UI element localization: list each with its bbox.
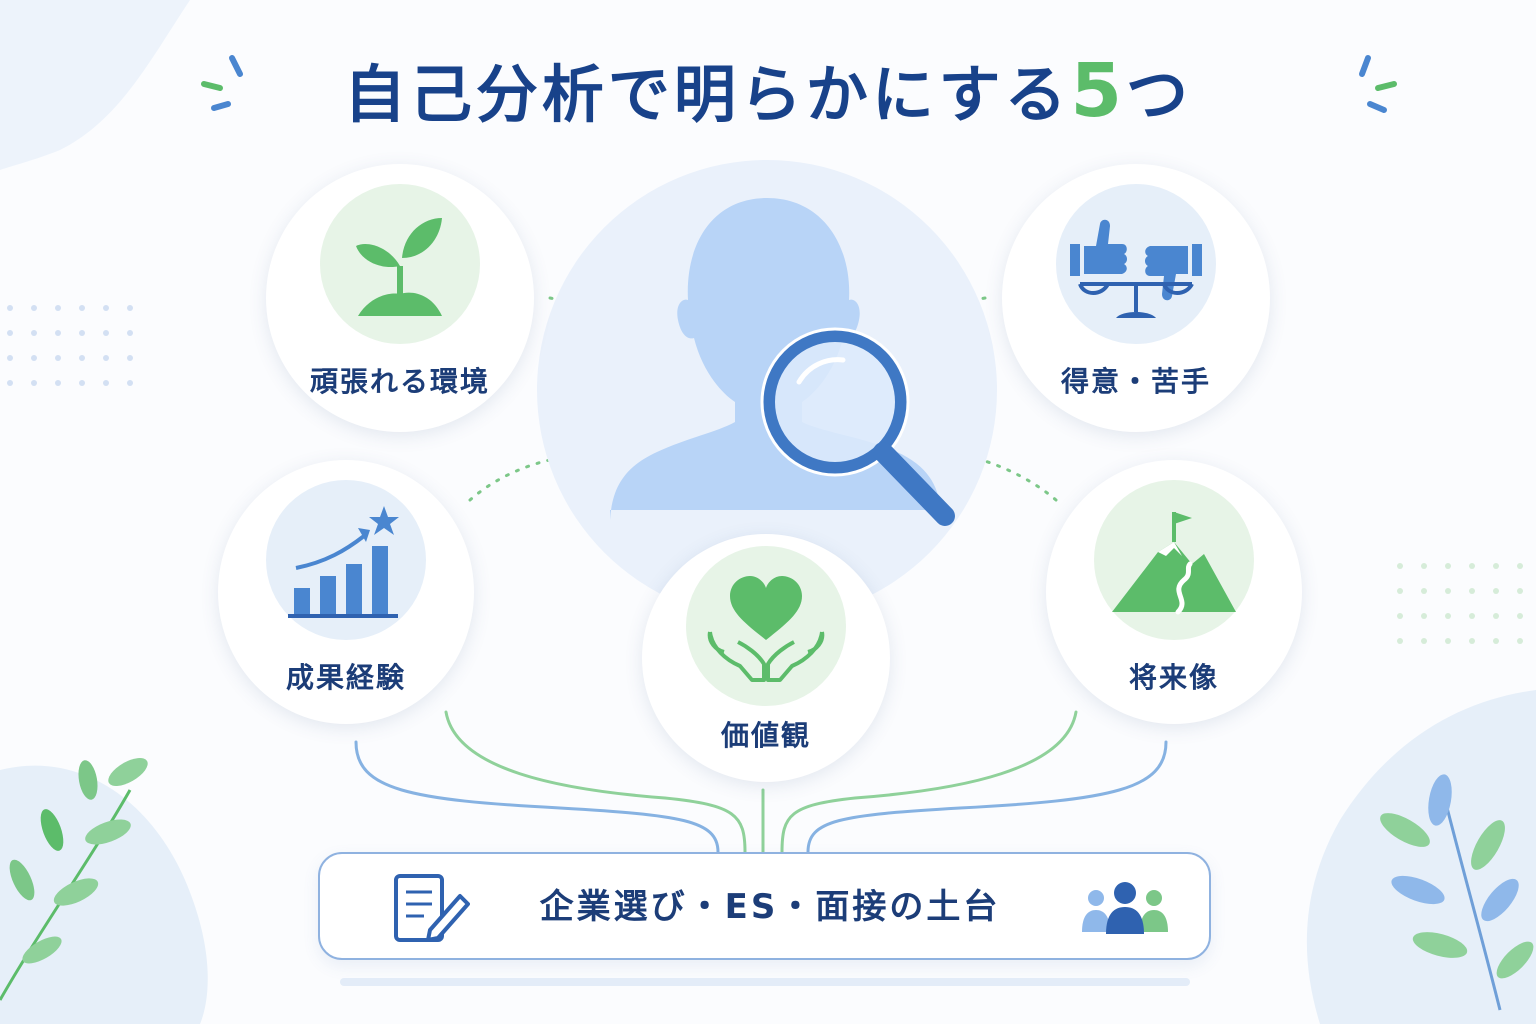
card-values: 価値観 <box>642 534 890 782</box>
document-pen-icon <box>394 874 470 942</box>
card-values-label: 価値観 <box>720 719 811 752</box>
heart-hands-icon <box>707 576 825 682</box>
page-title: 自己分析で明らかにする5つ <box>0 46 1536 136</box>
card-future: 将来像 <box>1046 460 1302 724</box>
achievements-icon-disc <box>266 480 426 640</box>
foundation-label: 企業選び・ES・面接の土台 <box>539 887 1001 927</box>
future-icon-disc <box>1094 480 1254 640</box>
card-achievements-label: 成果経験 <box>285 661 406 694</box>
card-future-label: 将来像 <box>1128 661 1219 694</box>
title-number: 5 <box>1070 48 1127 134</box>
mountain-flag-icon <box>1112 512 1236 615</box>
title-main: 自己分析で明らかにする <box>343 58 1071 131</box>
person-magnifier-icon <box>610 198 955 526</box>
foundation-box: 企業選び・ES・面接の土台 <box>318 852 1211 960</box>
card-environment-label: 頑張れる環境 <box>309 365 490 398</box>
foundation-shadow-band <box>340 978 1190 986</box>
values-icon-disc <box>686 546 846 706</box>
growth-chart-icon <box>288 506 399 618</box>
card-strengths: 得意・苦手 <box>1002 164 1270 432</box>
card-environment: 頑張れる環境 <box>266 164 534 432</box>
sprout-icon <box>356 218 442 316</box>
thumbs-scale-icon <box>1070 219 1202 318</box>
title-suffix: つ <box>1126 58 1193 131</box>
card-achievements: 成果経験 <box>218 460 474 724</box>
environment-icon-disc <box>320 184 480 344</box>
people-group-icon <box>1082 882 1168 934</box>
card-strengths-label: 得意・苦手 <box>1060 365 1211 398</box>
strengths-icon-disc <box>1056 184 1216 344</box>
